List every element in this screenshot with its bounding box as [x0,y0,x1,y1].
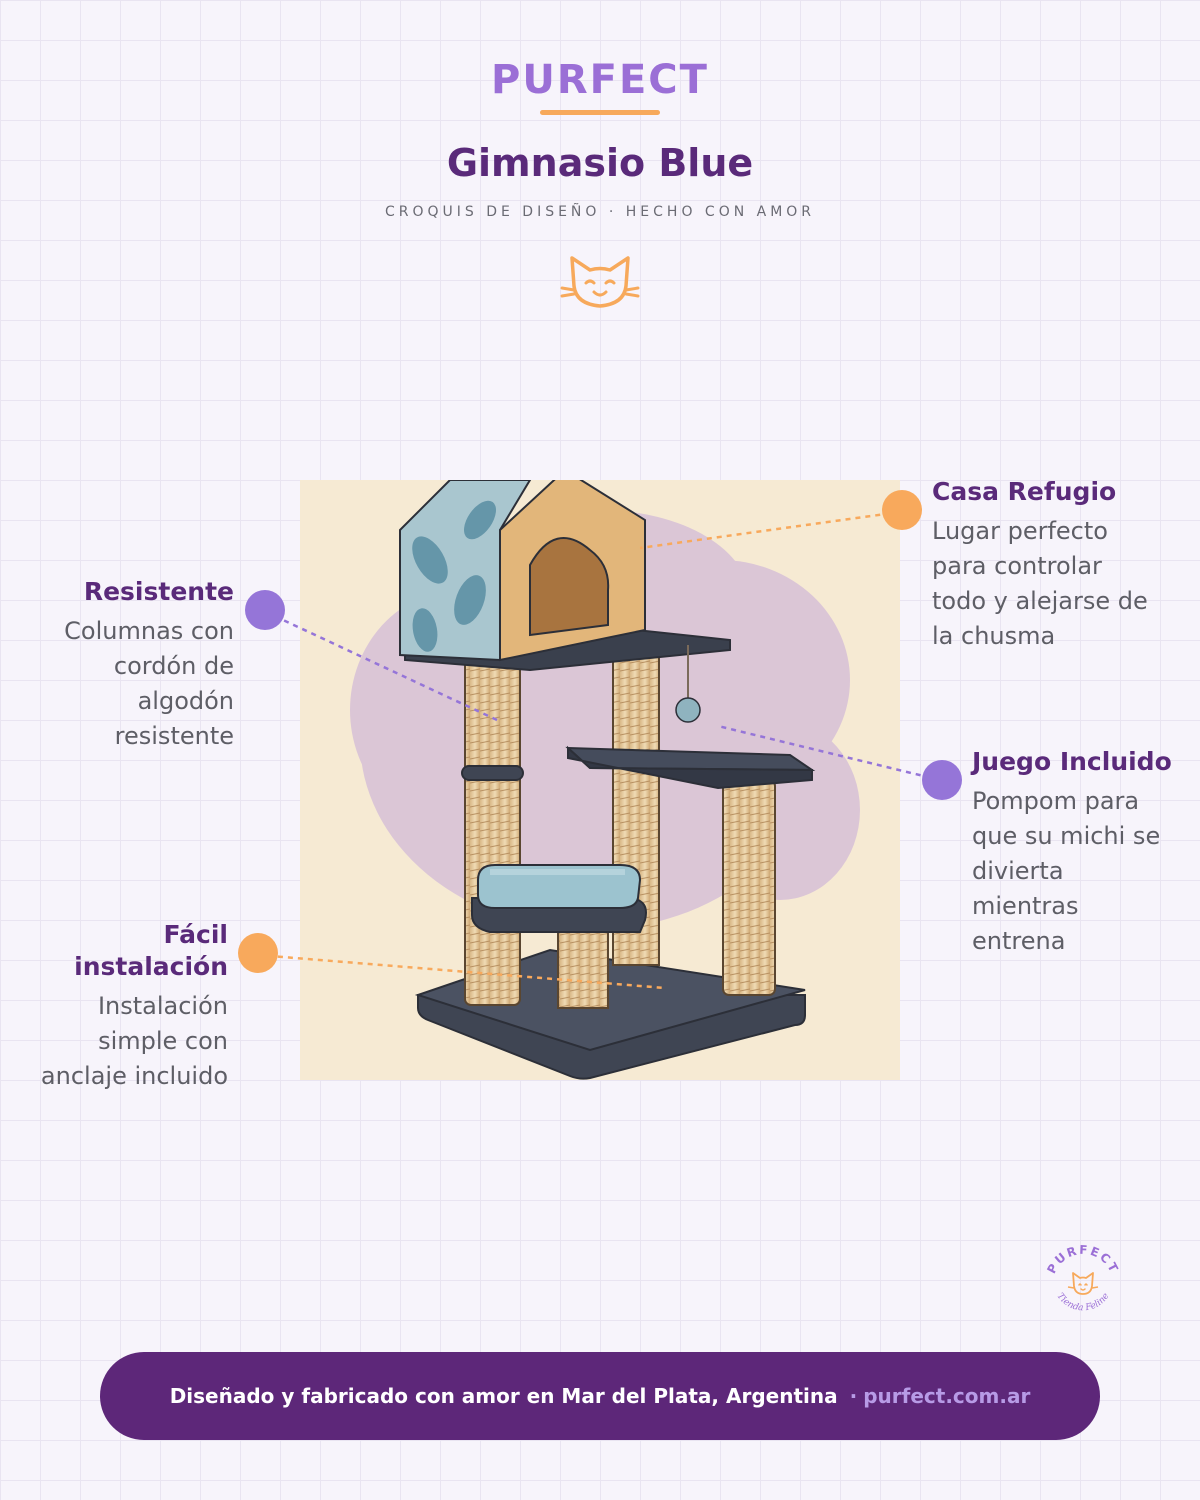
feature-title-juego: Juego Incluido [972,747,1172,776]
feature-desc-casa: Lugar perfecto para controlar todo y ale… [932,517,1148,650]
callout-dot-casa [882,490,922,530]
post-left [464,659,521,1006]
post-right [722,779,776,996]
page-subtitle: CROQUIS DE DISEÑO · HECHO CON AMOR [384,204,816,220]
brand-logo: PURFECT [491,57,709,103]
cat-face-icon [1067,1272,1099,1295]
feature-desc-resistente: Columnas con cordón de algodón resistent… [64,617,234,750]
callout-dot-juego [922,760,962,800]
cat-face-icon [560,256,640,308]
feature-desc-facil: Instalación simple con anclaje incluido [40,992,228,1090]
cat-tree-drawing [350,480,860,1080]
feature-desc-juego: Pompom para que su michi se divierta mie… [972,787,1161,955]
footer-separator: · [849,1384,858,1408]
callout-dot-resistente [245,590,285,630]
cat-tree-illustration [300,480,900,1080]
feature-title-resistente: Resistente [83,577,234,606]
footer-text: Diseñado y fabricado con amor en Mar del… [169,1384,838,1408]
cat-house [399,480,646,662]
footer-banner: Diseñado y fabricado con amor en Mar del… [100,1352,1100,1440]
feature-title-facil: Fácil instalación [74,920,228,981]
footer-link[interactable]: purfect.com.ar [863,1384,1031,1408]
stamp-top-text: PURFECT [1044,1243,1121,1276]
brand-underline [540,110,660,115]
purfect-stamp: PURFECT Tienda Feline [1044,1243,1121,1314]
pompom-toy [675,645,701,723]
page-title: Gimnasio Blue [446,141,754,185]
feature-title-casa: Casa Refugio [932,477,1117,506]
post-ring [461,765,524,781]
callout-dot-facil [238,933,278,973]
